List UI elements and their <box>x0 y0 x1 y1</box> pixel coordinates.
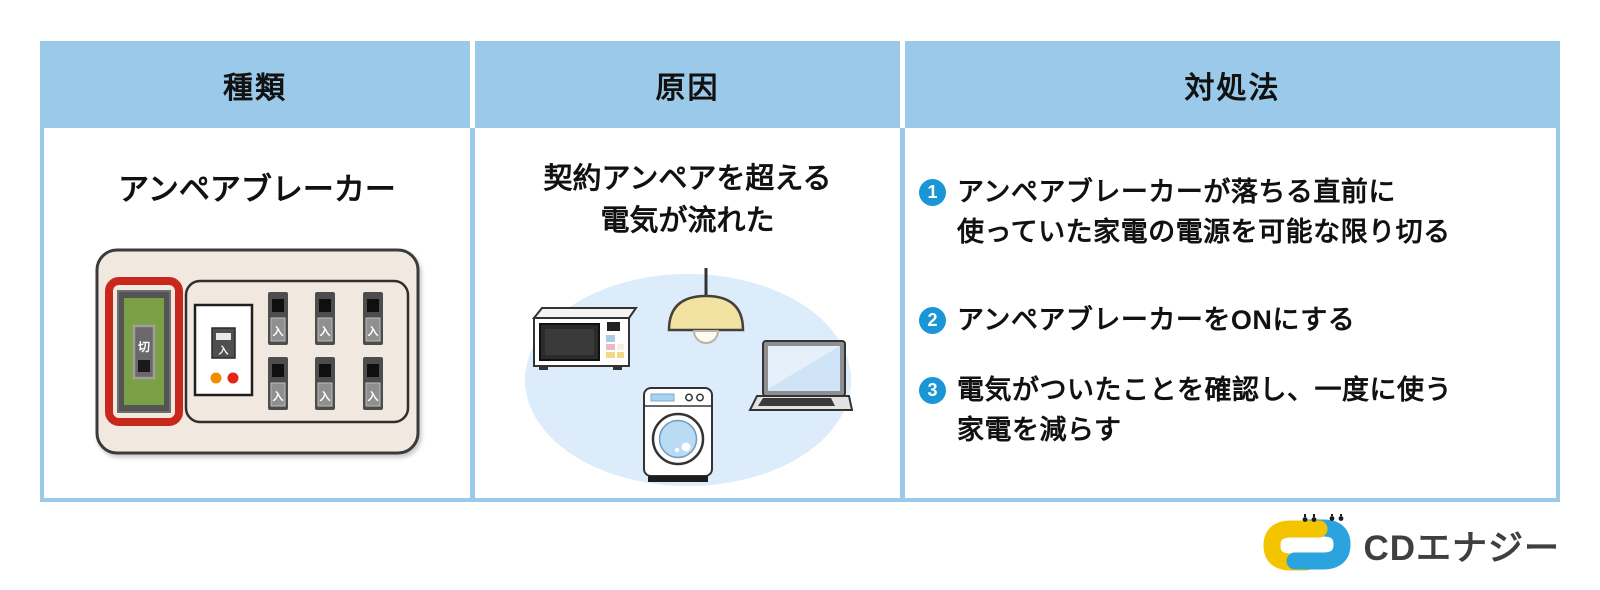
washing-machine-icon <box>642 387 713 482</box>
remedy-item-3: 3 電気がついたことを確認し、一度に使う 家電を減らす <box>919 370 1556 450</box>
number-badge-2: 2 <box>919 307 946 334</box>
remedy-text-2: アンペアブレーカーをONにする <box>957 305 1356 335</box>
cd-energy-logo-text: CDエナジー <box>1363 528 1560 568</box>
svg-text:入: 入 <box>319 390 330 403</box>
breaker-type-title: アンペアブレーカー <box>118 172 396 207</box>
svg-text:入: 入 <box>272 325 283 338</box>
main-breaker-on-label: 入 <box>218 345 228 357</box>
cell-cause: 契約アンペアを超える 電気が流れた <box>475 128 900 502</box>
table-header-row: 種類 原因 対処法 <box>40 41 1560 128</box>
cause-title: 契約アンペアを超える 電気が流れた <box>543 163 832 237</box>
cell-remedy: 1 アンペアブレーカーが落ちる直前に 使っていた家電の電源を可能な限り切る 2 … <box>905 128 1560 502</box>
cd-energy-logo-icon <box>1263 514 1351 571</box>
branch-breakers: 入 入 入 <box>267 292 383 410</box>
remedy-text-3: 電気がついたことを確認し、一度に使う 家電を減らす <box>957 375 1452 445</box>
pendant-lamp-icon <box>667 268 744 344</box>
number-badge-3: 3 <box>919 377 946 404</box>
breaker-panel-illustration: 切 入 入 <box>95 248 419 455</box>
cell-type: アンペアブレーカー 切 入 <box>40 128 470 502</box>
remedy-item-1: 1 アンペアブレーカーが落ちる直前に 使っていた家電の電源を可能な限り切る <box>919 172 1556 252</box>
appliances-illustration <box>524 268 853 486</box>
svg-text:入: 入 <box>367 390 378 403</box>
laptop-icon <box>747 340 853 411</box>
header-cause: 原因 <box>475 41 900 128</box>
microwave-icon <box>531 307 638 370</box>
header-type: 種類 <box>40 41 470 128</box>
svg-text:入: 入 <box>319 325 330 338</box>
svg-text:入: 入 <box>367 325 378 338</box>
header-remedy: 対処法 <box>905 41 1560 128</box>
remedy-item-2: 2 アンペアブレーカーをONにする <box>919 300 1556 340</box>
breaker-off-label: 切 <box>137 340 149 354</box>
number-badge-1: 1 <box>919 179 946 206</box>
remedy-text-1: アンペアブレーカーが落ちる直前に 使っていた家電の電源を可能な限り切る <box>957 177 1451 247</box>
breaker-info-table: 種類 原因 対処法 アンペアブレーカー 切 <box>40 41 1560 502</box>
cd-energy-logo: CDエナジー <box>1261 514 1560 576</box>
svg-text:入: 入 <box>272 390 283 403</box>
table-body-row: アンペアブレーカー 切 入 <box>40 128 1560 502</box>
remedy-list: 1 アンペアブレーカーが落ちる直前に 使っていた家電の電源を可能な限り切る 2 … <box>919 128 1556 450</box>
